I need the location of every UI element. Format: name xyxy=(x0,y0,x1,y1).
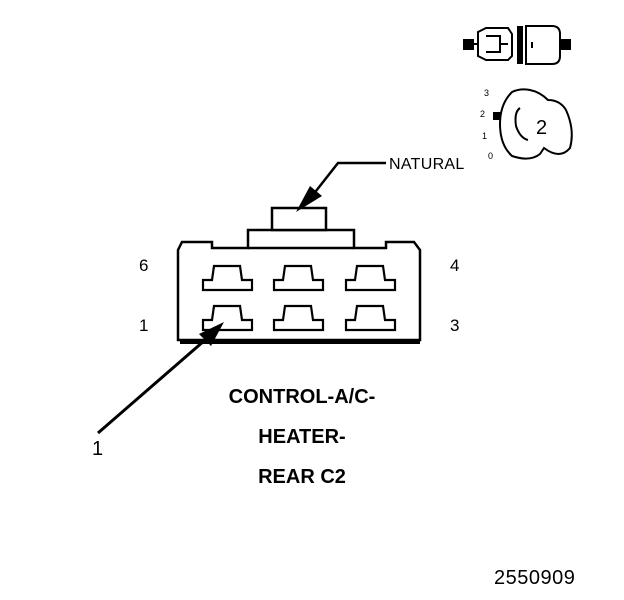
view-indicator-icon xyxy=(493,88,573,160)
scale-label-2: 2 xyxy=(480,109,486,119)
cavity-3 xyxy=(344,304,397,332)
terminal-cavities xyxy=(201,264,397,332)
scale-label-1: 1 xyxy=(482,131,488,141)
scale-label-3: 3 xyxy=(484,88,490,98)
pin-label-1: 1 xyxy=(139,316,149,335)
cavity-1 xyxy=(201,304,254,332)
pin-label-4: 4 xyxy=(450,256,460,275)
cavity-5 xyxy=(272,264,325,292)
connector-title-line-3: REAR C2 xyxy=(258,466,346,488)
natural-leader-arrow xyxy=(296,161,386,212)
callout-label-1: 1 xyxy=(92,438,104,460)
connector-title-line-1: CONTROL-A/C- xyxy=(228,386,376,408)
view-number: 2 xyxy=(536,117,548,139)
connector-side-view-icon xyxy=(463,25,571,65)
cavity-6 xyxy=(201,264,254,292)
connector-title-line-2: HEATER- xyxy=(258,426,346,448)
natural-label: NATURAL xyxy=(389,156,465,173)
pin-label-3: 3 xyxy=(450,316,460,335)
pin-label-6: 6 xyxy=(139,256,149,275)
cavity-4 xyxy=(344,264,397,292)
cavity-2 xyxy=(272,304,325,332)
figure-number: 2550909 xyxy=(494,567,576,589)
callout-1-leader-arrow xyxy=(97,322,224,435)
scale-label-0: 0 xyxy=(488,151,494,161)
